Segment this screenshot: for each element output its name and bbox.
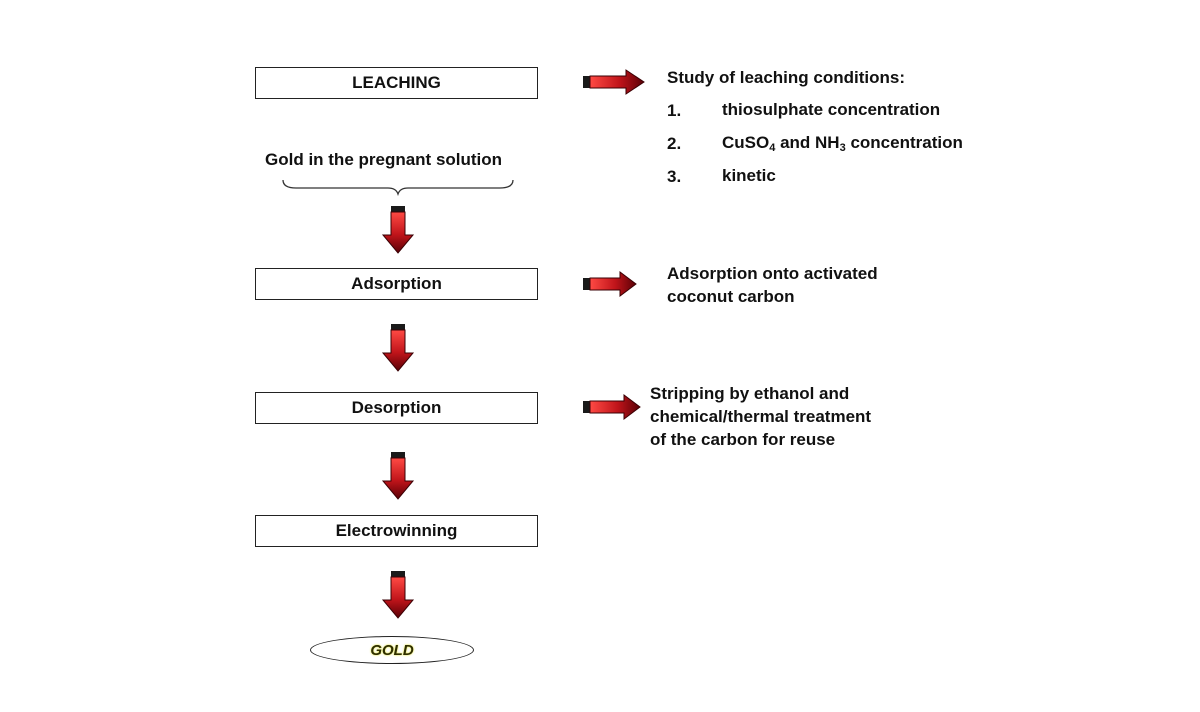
leaching-box: LEACHING bbox=[255, 67, 538, 99]
leaching-label: LEACHING bbox=[352, 73, 441, 92]
list-item-number: 3. bbox=[667, 167, 682, 186]
right-arrow-desorption bbox=[583, 394, 641, 420]
gold-oval: GOLD bbox=[310, 636, 474, 664]
right-arrow-adsorption bbox=[583, 271, 637, 297]
adsorption-note: Adsorption onto activated coconut carbon bbox=[667, 264, 878, 306]
desorption-note: Stripping by ethanol and chemical/therma… bbox=[650, 384, 872, 449]
pregnant-solution-label: Gold in the pregnant solution bbox=[265, 150, 503, 169]
desorption-box: Desorption bbox=[255, 392, 538, 424]
gold-label: GOLD bbox=[370, 641, 414, 659]
down-arrow-4 bbox=[381, 571, 415, 619]
adsorption-label: Adsorption bbox=[351, 274, 442, 293]
desorption-label: Desorption bbox=[351, 398, 442, 417]
right-arrow-leaching bbox=[583, 69, 645, 95]
adsorption-box: Adsorption bbox=[255, 268, 538, 300]
list-item-kinetic: kinetic bbox=[722, 166, 776, 185]
list-item-cuso4-nh3: CuSO4 and NH3 concentration bbox=[722, 133, 963, 154]
curly-brace bbox=[282, 179, 514, 196]
down-arrow-1 bbox=[381, 206, 415, 254]
electrowinning-label: Electrowinning bbox=[335, 521, 458, 540]
down-arrow-3 bbox=[381, 452, 415, 500]
down-arrow-2 bbox=[381, 324, 415, 372]
list-item-number: 1. bbox=[667, 101, 682, 120]
list-item-thiosulphate: thiosulphate concentration bbox=[722, 100, 941, 119]
leaching-study-title: Study of leaching conditions: bbox=[667, 68, 905, 87]
list-item-number: 2. bbox=[667, 134, 682, 153]
electrowinning-box: Electrowinning bbox=[255, 515, 538, 547]
